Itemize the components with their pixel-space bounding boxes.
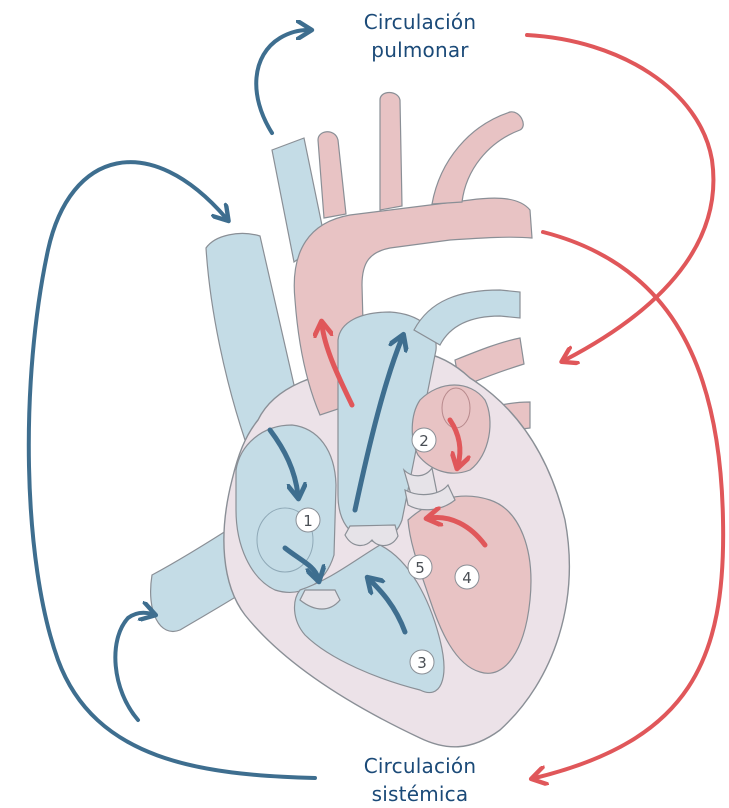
pulmonary-return-arrow — [527, 35, 713, 360]
svg-text:4: 4 — [462, 569, 472, 587]
pulmonary-circulation-label: Circulación pulmonar — [320, 8, 520, 64]
right-atrium — [236, 425, 336, 592]
marker-3: 3 — [410, 650, 434, 674]
pulmonary-label-line-2: pulmonar — [320, 36, 520, 64]
svg-text:5: 5 — [415, 559, 425, 577]
svg-text:3: 3 — [417, 654, 427, 672]
systemic-label-line-1: Circulación — [320, 752, 520, 780]
svg-text:1: 1 — [303, 512, 313, 530]
systemic-label-line-2: sistémica — [320, 780, 520, 808]
marker-2: 2 — [412, 428, 436, 452]
svg-text:2: 2 — [419, 432, 429, 450]
marker-1: 1 — [296, 508, 320, 532]
marker-5: 5 — [408, 555, 432, 579]
pulmonary-label-line-1: Circulación — [320, 8, 520, 36]
systemic-circulation-label: Circulación sistémica — [320, 752, 520, 808]
vena-cava-inflow-arrow — [115, 613, 152, 720]
marker-4: 4 — [455, 565, 479, 589]
pulmonary-outflow-arrow — [256, 30, 308, 133]
systemic-outflow-arrow — [535, 232, 723, 778]
